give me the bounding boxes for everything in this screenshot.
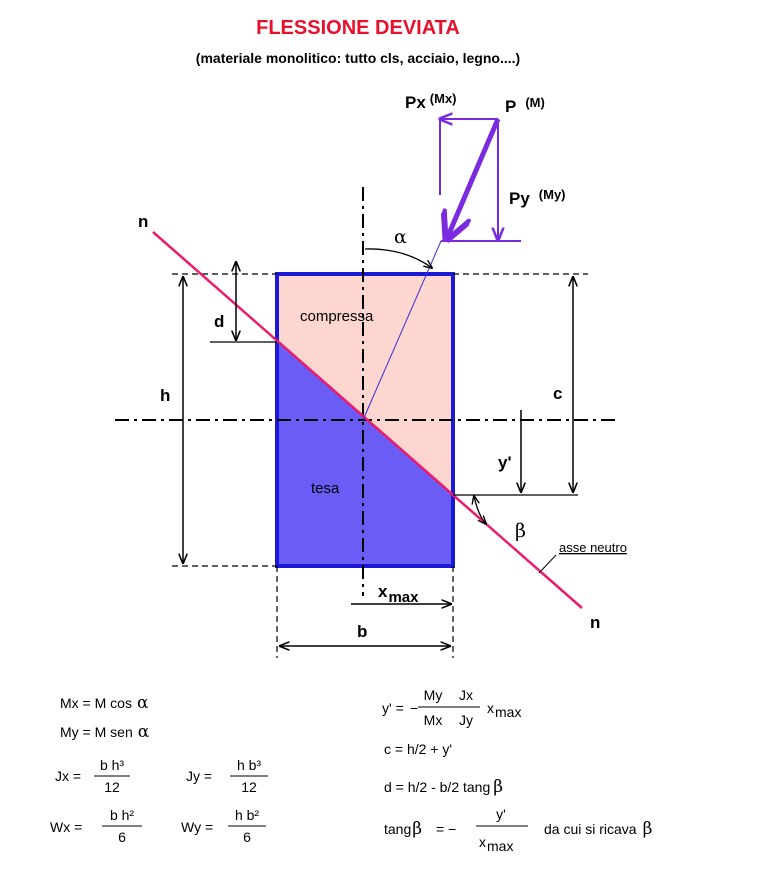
page-subtitle: (materiale monolitico: tutto cls, acciai… [196,50,520,66]
compressed-zone [277,274,453,495]
formula-yp-xmax: xmax [487,700,521,720]
neutral-axis-n-top: n [138,212,148,231]
neutral-axis-n-bottom: n [590,613,600,632]
formula-yp-den1: Mx [424,712,443,728]
formula-wx-den: 6 [118,829,126,845]
formula-wx-lhs: Wx = [50,819,82,835]
beta-label: β [515,520,526,542]
beta-arc [474,496,486,524]
formula-jy-den: 12 [241,779,257,795]
formula-yp-minus: − [410,700,418,716]
b-label: b [357,622,367,641]
formula-jx-den: 12 [104,779,120,795]
alpha-arc [364,248,432,268]
formula-yp-num1: My [424,687,443,703]
formula-wy-num: h b² [235,807,259,823]
formula-tb-num: y' [496,806,506,822]
formula-wy-lhs: Wy = [181,819,213,835]
formula-c: c = h/2 + y' [384,741,452,757]
formula-jy-num: h b³ [237,757,261,773]
asse-neutro-leader [538,554,557,574]
formula-yp-num2: Jx [459,687,473,703]
asse-neutro-label: asse neutro [559,540,627,555]
px-label: Px(Mx) [405,91,457,112]
force-p-arrow [448,118,501,236]
c-label: c [553,384,562,403]
formula-tb-lhs: tangβ [384,819,422,839]
p-label: P(M) [505,95,545,116]
tesa-label: tesa [311,480,340,497]
formula-yp-den2: Jy [459,712,473,728]
formula-jy-lhs: Jy = [186,768,212,784]
d-label: d [214,312,224,331]
alpha-label: α [394,226,407,248]
h-label: h [160,386,170,405]
formula-tb-den: xmax [479,834,513,854]
tension-zone [277,342,453,566]
formula-yp-lhs: y' = [382,700,404,716]
formula-jx-num: b h³ [100,757,124,773]
load-line [362,240,442,421]
formula-wx-num: b h² [110,807,134,823]
y-prime-label: y' [498,453,512,472]
formula-wy-den: 6 [243,829,251,845]
py-label: Py(My) [509,187,566,208]
neutral-axis-line [152,231,583,609]
xmax-label: xmax [378,582,419,606]
formula-jx-lhs: Jx = [55,768,81,784]
compressa-label: compressa [300,308,374,325]
formula-tb-eq: = − [436,821,456,837]
page-title: FLESSIONE DEVIATA [256,17,460,39]
